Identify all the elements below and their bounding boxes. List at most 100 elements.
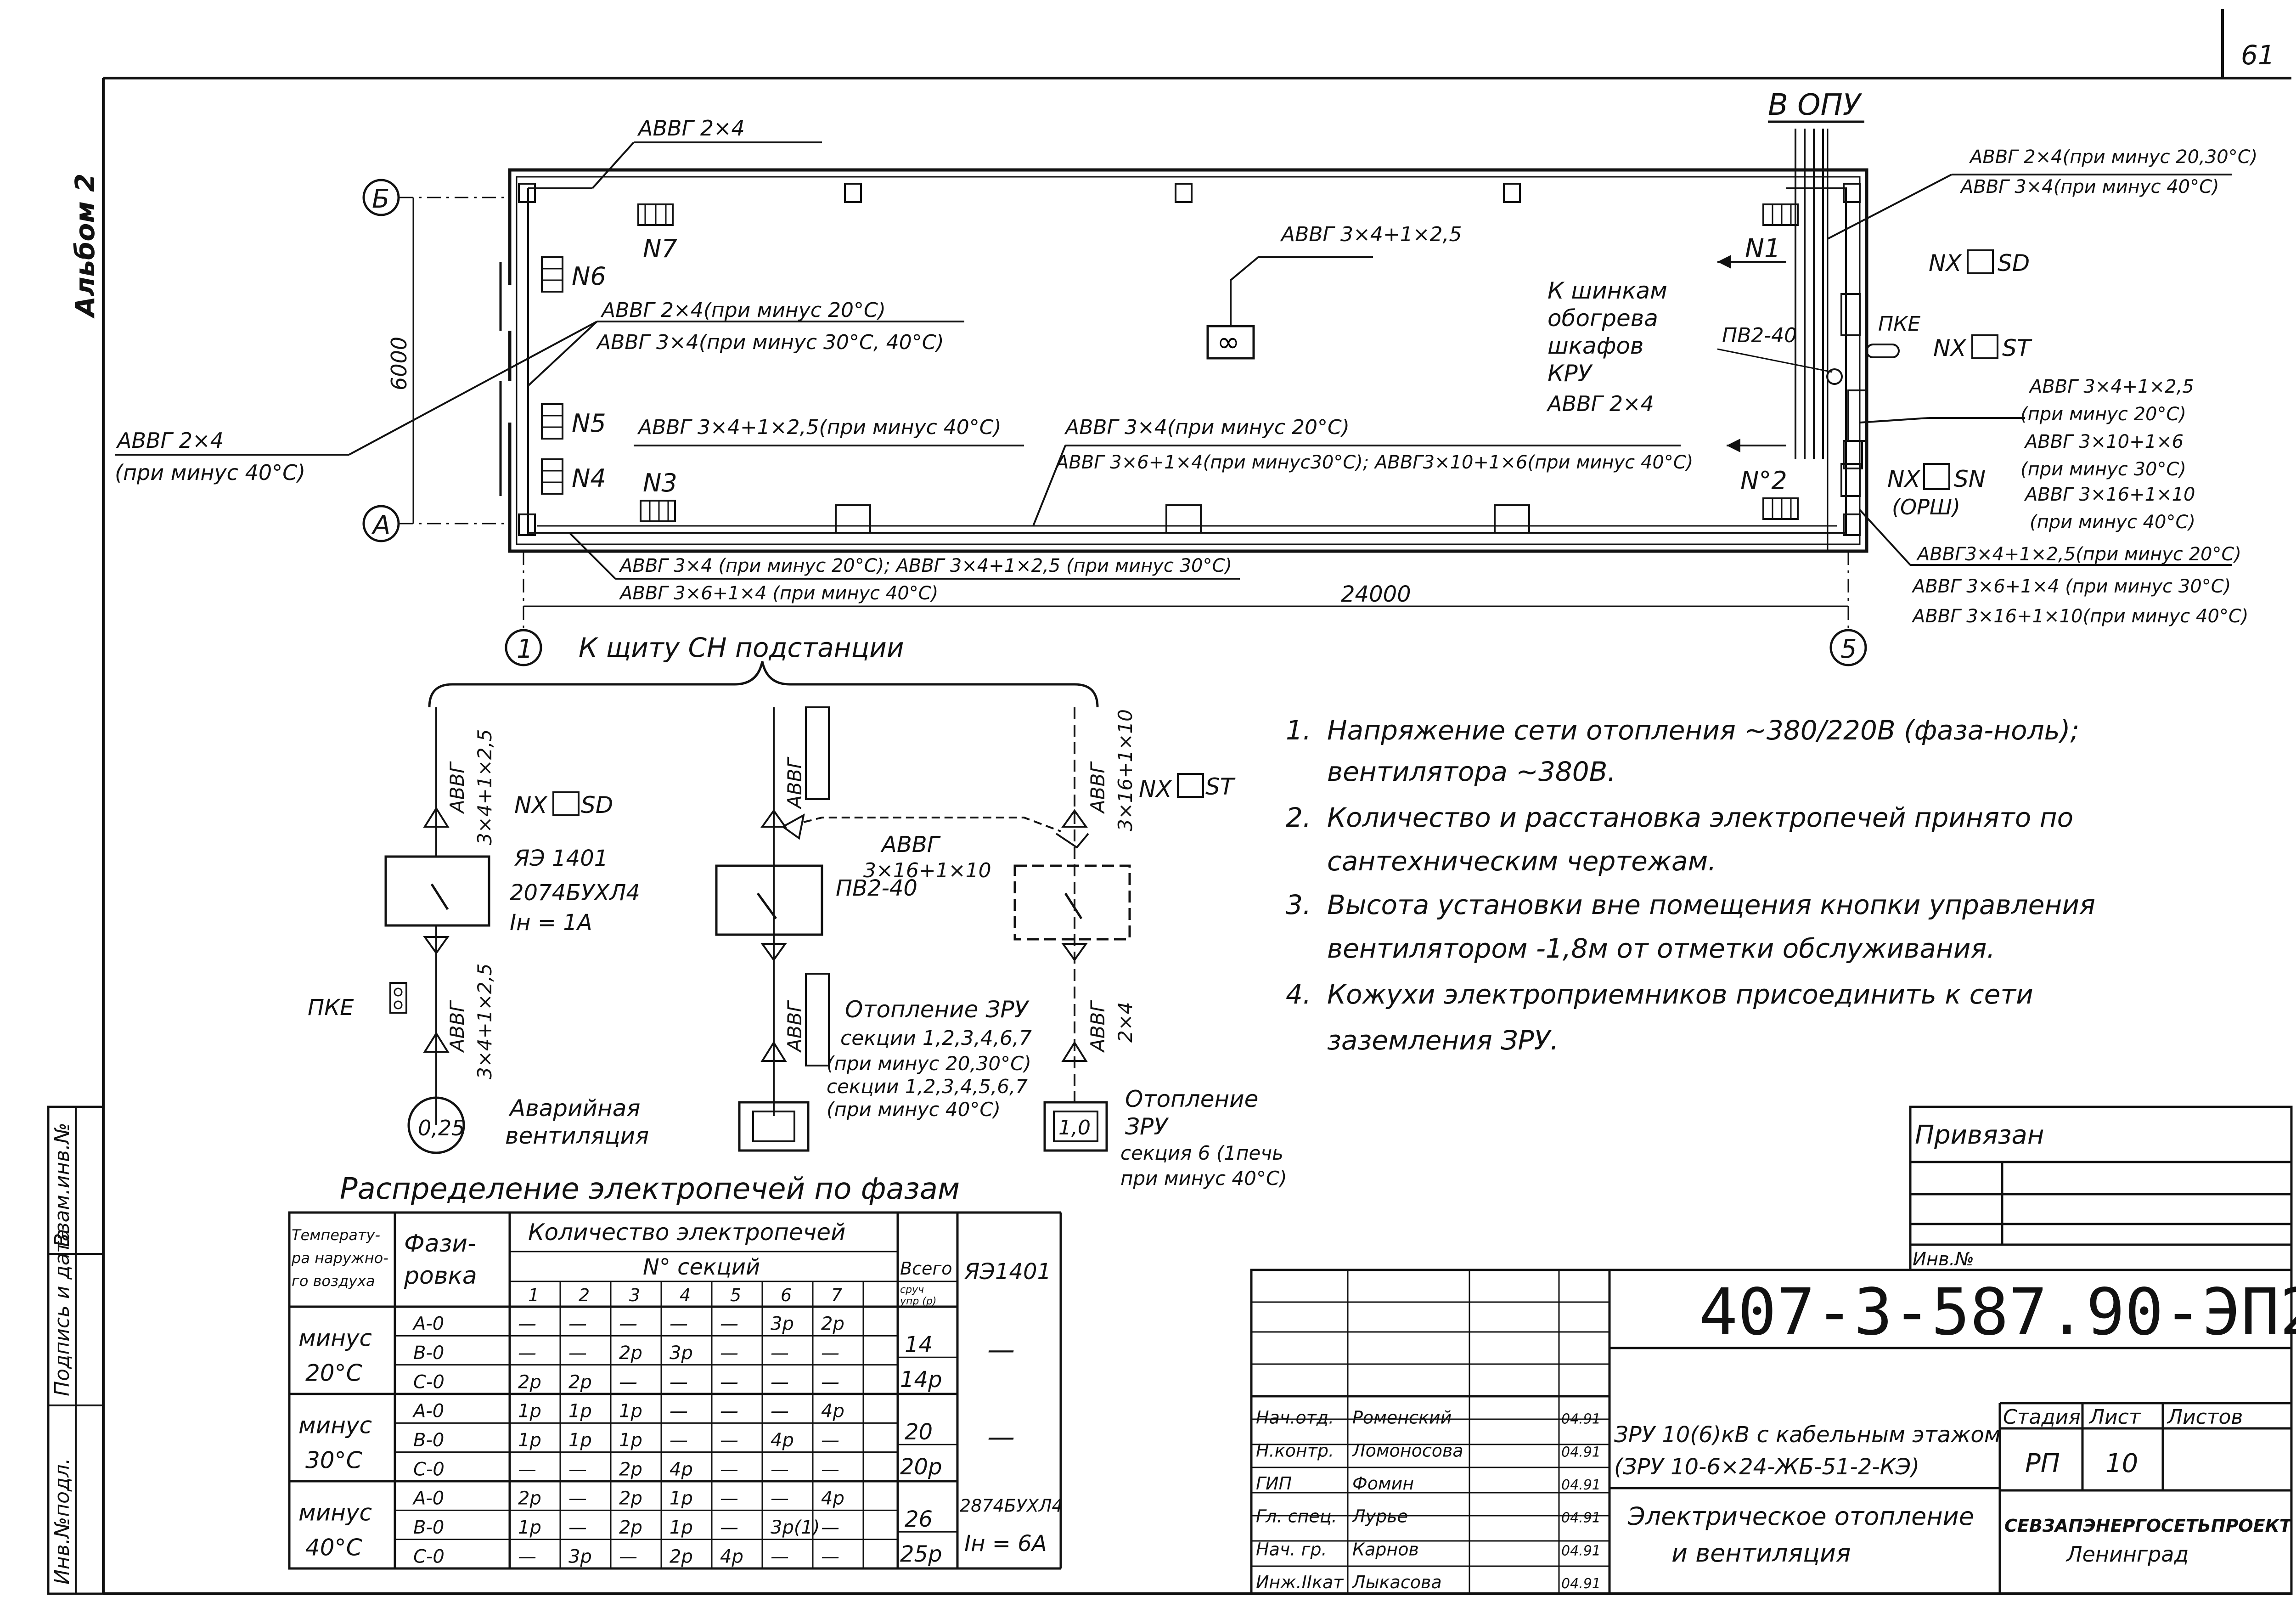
col1-sd: SD [581, 792, 613, 818]
sheet-header: Лист [2088, 1405, 2141, 1429]
orsh-label: (ОРШ) [1892, 495, 1960, 519]
right-mid-1: АВВГ 3×4+1×2,5 [2028, 376, 2194, 397]
table-cell: — [720, 1488, 738, 1509]
table-cell: 4р [670, 1459, 693, 1480]
table-cell: — [821, 1371, 839, 1393]
section-number: 2 [579, 1285, 590, 1305]
table-cell: 3р [771, 1314, 794, 1335]
note-4-line-1: Кожухи электроприемников присоединить к … [1327, 979, 2033, 1010]
th-phase-2: ровка [404, 1262, 477, 1290]
person-role: Инж.IIкат [1256, 1572, 1344, 1592]
table-cell: — [518, 1314, 536, 1335]
table-cell: — [720, 1517, 738, 1538]
section-number: 7 [831, 1285, 842, 1305]
table-cell: 3р [568, 1546, 592, 1567]
drawing-code: 407-3-587.90-ЭП2 [1699, 1275, 2296, 1350]
axis-5: 5 [1840, 634, 1857, 664]
col3-caption-4: при минус 40°С) [1120, 1167, 1287, 1190]
col2-caption-5: (при минус 40°С) [827, 1098, 1001, 1121]
table-cell: — [568, 1343, 587, 1364]
col3-cable-top-1: АВВГ [1086, 761, 1109, 814]
table-cell: — [518, 1459, 536, 1480]
person-date: 04.91 [1561, 1444, 1601, 1460]
row-phase: А-0 [412, 1314, 444, 1335]
table-cell: 1р [670, 1488, 693, 1509]
table-cell: 1р [518, 1401, 541, 1422]
person-name: Роменский [1352, 1408, 1452, 1428]
heater-n4: N4 [541, 458, 606, 495]
floor-plan: N7 N6 N5 N4 N3 [115, 88, 2257, 666]
table-cell: — [670, 1314, 688, 1335]
table-cell: 2р [619, 1459, 642, 1480]
left-cable-1: АВВГ 2×4(при минус 20°С) [600, 299, 886, 322]
table-cell: — [568, 1488, 587, 1509]
col1-caption-2: вентиляция [505, 1123, 649, 1149]
nx-st-box [1971, 334, 1998, 359]
table-cell: — [720, 1371, 738, 1393]
col3-nx-box [1177, 773, 1204, 798]
table-cell: — [568, 1459, 587, 1480]
heater-n7: N7 [637, 203, 677, 263]
col1-device-1: ЯЭ 1401 [514, 846, 608, 871]
th-device: ЯЭ1401 [964, 1259, 1051, 1285]
table-cell: 3р(1) [771, 1517, 820, 1538]
nx-sn-label: NX [1887, 466, 1921, 492]
person-role: ГИП [1256, 1473, 1292, 1494]
table-cell: 1р [619, 1401, 642, 1422]
col3-st: ST [1205, 773, 1236, 800]
right-mid-3: АВВГ 3×10+1×6 [2024, 431, 2183, 452]
fan-cable: АВВГ 3×4+1×2,5 [1280, 223, 1462, 246]
col1-nx: NX [514, 792, 548, 818]
table-cell: — [771, 1459, 789, 1480]
person-name: Ломоносова [1351, 1440, 1463, 1461]
table-cell: — [720, 1314, 738, 1335]
side-strip: Инв.№подл. Подпись и дата Взам.инв.№ [47, 1106, 105, 1595]
table-cell: — [518, 1343, 536, 1364]
heater-n3-label: N3 [643, 468, 677, 497]
nx-sd-label: NX [1929, 250, 1962, 276]
person-name: Фомин [1352, 1473, 1414, 1494]
heater-n5: N5 [541, 403, 606, 440]
col3-nx: NX [1139, 776, 1172, 802]
axis-1: 1 [517, 634, 533, 664]
project-1: ЗРУ 10(6)кВ с кабельным этажом [1614, 1422, 2001, 1448]
person-date: 04.91 [1561, 1543, 1601, 1559]
group-device: — [987, 1421, 1015, 1453]
th-total-sub-1: сруч [900, 1284, 924, 1296]
right-top-2: АВВГ 3×4(при минус 40°С) [1959, 176, 2219, 197]
heater-n3: N3 [640, 468, 677, 522]
table-cell: 3р [670, 1343, 693, 1364]
page-number: 61 [2241, 39, 2275, 71]
person-role: Нач.отд. [1256, 1408, 1334, 1428]
group-total-p: 14р [900, 1367, 942, 1393]
person-name: Лурье [1351, 1506, 1408, 1527]
group-device: Iн = 6А [964, 1531, 1047, 1557]
note-2-num: 2. [1286, 802, 1311, 833]
pv-label: ПВ2-40 [1722, 324, 1797, 347]
sheet-title-1: Электрическое отопление [1627, 1502, 1974, 1531]
nx-st-label: NX [1933, 335, 1967, 361]
group-total: 26 [905, 1506, 933, 1532]
notes: 1. Напряжение сети отопления ~380/220В (… [1286, 715, 2095, 1056]
heater-n1: N1 [1745, 203, 1799, 264]
riser [1795, 129, 1829, 551]
table-cell: 4р [771, 1430, 794, 1451]
top-cable: АВВГ 2×4 [637, 116, 745, 141]
right-bot-3: АВВГ 3×16+1×10(при минус 40°С) [1911, 606, 2248, 627]
ya1401-box [384, 855, 490, 927]
col1-cable-bot-2: 3×4+1×2,5 [473, 963, 496, 1079]
table-cell: — [771, 1371, 789, 1393]
table-cell: 1р [568, 1401, 592, 1422]
col3-caption-1: Отопление [1125, 1086, 1258, 1112]
person-role: Гл. спец. [1256, 1506, 1337, 1527]
col2-cable-top: АВВГ [783, 756, 806, 810]
group-temp: 40°С [305, 1534, 362, 1561]
bottom-caption: К щиту СН подстанции [579, 632, 904, 663]
table-cell: — [771, 1343, 789, 1364]
row-phase: В-0 [413, 1343, 444, 1364]
th-phase-1: Фази- [404, 1230, 476, 1258]
th-temp-2: ра наружно- [291, 1249, 388, 1267]
note-4-num: 4. [1286, 979, 1311, 1010]
group-temp: 20°С [305, 1360, 362, 1387]
